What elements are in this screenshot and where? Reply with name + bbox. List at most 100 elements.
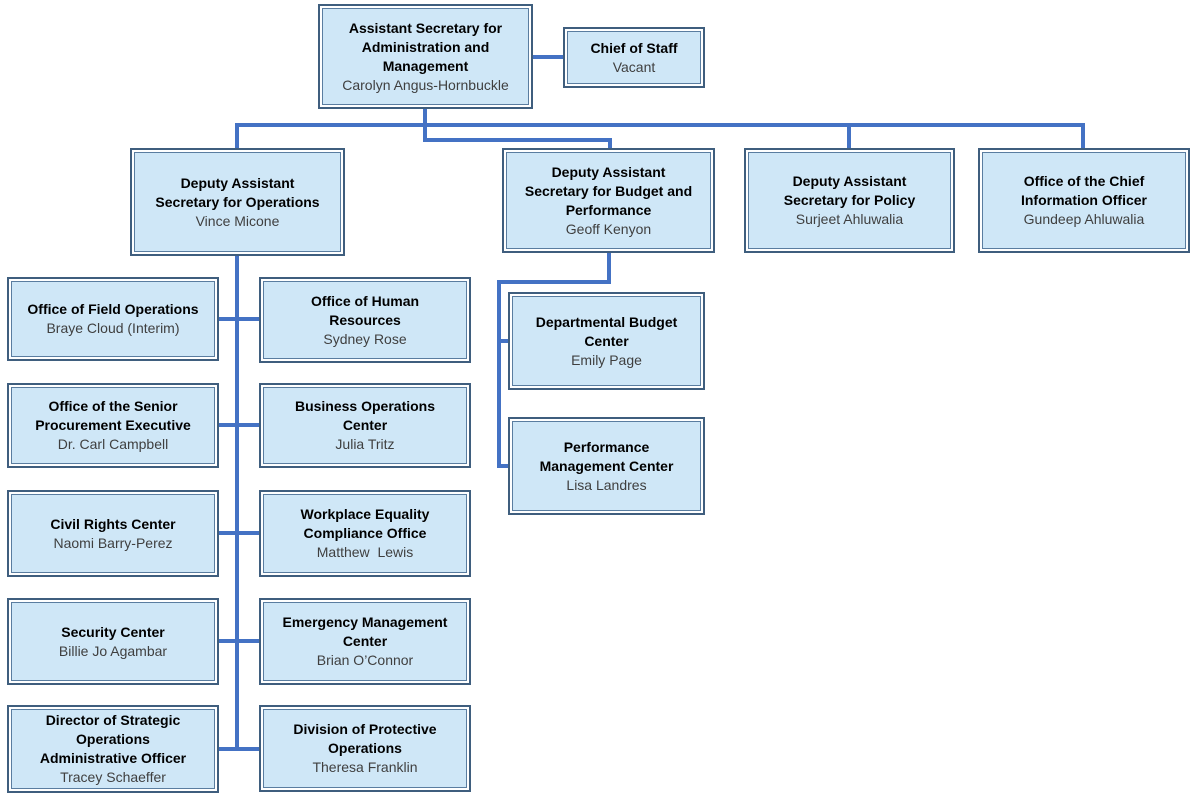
connector-level2-trunk bbox=[235, 123, 1085, 127]
node-person-name: Carolyn Angus-Hornbuckle bbox=[342, 76, 509, 93]
connector-budget-children-trunk bbox=[497, 280, 501, 468]
org-node-text: Assistant Secretary for Administration a… bbox=[340, 19, 511, 95]
connector-stub-business-operations bbox=[237, 423, 259, 427]
connector-stub-performance-center bbox=[497, 464, 508, 468]
node-title: Departmental Budget Center bbox=[535, 313, 678, 349]
connector-budget-feed-horizontal bbox=[423, 138, 612, 142]
connector-stub-human-resources bbox=[237, 317, 259, 321]
org-node-asam: Assistant Secretary for Administration a… bbox=[318, 4, 533, 109]
node-person-name: Tracey Schaeffer bbox=[60, 769, 166, 785]
node-person-name: Vince Micone bbox=[195, 212, 280, 229]
node-title: Emergency Management Center bbox=[282, 614, 448, 649]
org-node-frame: Deputy Assistant Secretary for Budget an… bbox=[506, 152, 711, 249]
connector-edge-asam-chief-of-staff bbox=[533, 55, 563, 59]
connector-stub-security-center bbox=[219, 639, 237, 643]
org-node-text: Office of the Senior Procurement Executi… bbox=[33, 397, 193, 454]
connector-stub-emergency-management bbox=[237, 639, 259, 643]
node-title: Office of Field Operations bbox=[27, 301, 199, 317]
node-person-name: Gundeep Ahluwalia bbox=[1023, 211, 1145, 227]
connector-drop-ocio bbox=[1081, 123, 1085, 148]
connector-drop-das-policy bbox=[847, 123, 851, 148]
node-person-name: Julia Tritz bbox=[335, 436, 395, 452]
node-person-name: Vacant bbox=[612, 58, 656, 75]
connector-stub-strategic-operations bbox=[219, 747, 237, 751]
node-title: Security Center bbox=[61, 623, 165, 640]
org-node-frame: Director of Strategic Operations Adminis… bbox=[11, 709, 215, 789]
node-person-name: Theresa Franklin bbox=[312, 759, 418, 775]
node-title: Assistant Secretary for Administration a… bbox=[348, 19, 503, 74]
connector-drop-das-budget bbox=[608, 138, 612, 148]
node-title: Office of Human Resources bbox=[310, 292, 420, 328]
node-title: Deputy Assistant Secretary for Operation… bbox=[155, 174, 320, 210]
org-node-frame: Deputy Assistant Secretary for Operation… bbox=[134, 152, 341, 252]
node-person-name: Braye Cloud (Interim) bbox=[46, 320, 180, 336]
node-title: Performance Management Center bbox=[539, 438, 674, 474]
node-title: Civil Rights Center bbox=[50, 515, 176, 532]
node-title: Chief of Staff bbox=[590, 39, 678, 56]
node-title: Director of Strategic Operations Adminis… bbox=[39, 712, 187, 766]
node-person-name: Surjeet Ahluwalia bbox=[795, 211, 904, 227]
node-person-name: Dr. Carl Campbell bbox=[57, 436, 169, 452]
node-person-name: Brian O’Connor bbox=[316, 652, 414, 668]
org-node-procurement: Office of the Senior Procurement Executi… bbox=[7, 383, 219, 468]
node-person-name: Billie Jo Agambar bbox=[58, 642, 168, 659]
org-node-text: Director of Strategic Operations Adminis… bbox=[38, 711, 188, 787]
node-person-name: Lisa Landres bbox=[566, 476, 647, 493]
org-node-frame: Office of the Senior Procurement Executi… bbox=[11, 387, 215, 464]
node-title: Deputy Assistant Secretary for Policy bbox=[783, 173, 916, 208]
connector-drop-das-operations bbox=[235, 123, 239, 148]
node-person-name: Emily Page bbox=[571, 351, 642, 368]
node-person-name: Geoff Kenyon bbox=[565, 220, 652, 237]
connector-stub-budget-center bbox=[497, 339, 508, 343]
connector-stub-procurement bbox=[219, 423, 237, 427]
node-title: Business Operations Center bbox=[294, 398, 436, 433]
connector-stub-field-operations bbox=[219, 317, 237, 321]
node-person-name: Naomi Barry-Perez bbox=[53, 534, 173, 551]
node-title: Division of Protective Operations bbox=[293, 721, 437, 756]
org-node-text: Deputy Assistant Secretary for Operation… bbox=[153, 174, 321, 231]
node-person-name: Sydney Rose bbox=[323, 330, 407, 347]
org-node-das-budget: Deputy Assistant Secretary for Budget an… bbox=[502, 148, 715, 253]
node-title: Deputy Assistant Secretary for Budget an… bbox=[524, 163, 693, 218]
org-node-strategic-operations: Director of Strategic Operations Adminis… bbox=[7, 705, 219, 793]
connector-stub-civil-rights bbox=[219, 531, 237, 535]
connector-stub-workplace-equality bbox=[237, 531, 259, 535]
node-title: Office of the Chief Information Officer bbox=[1020, 173, 1147, 208]
